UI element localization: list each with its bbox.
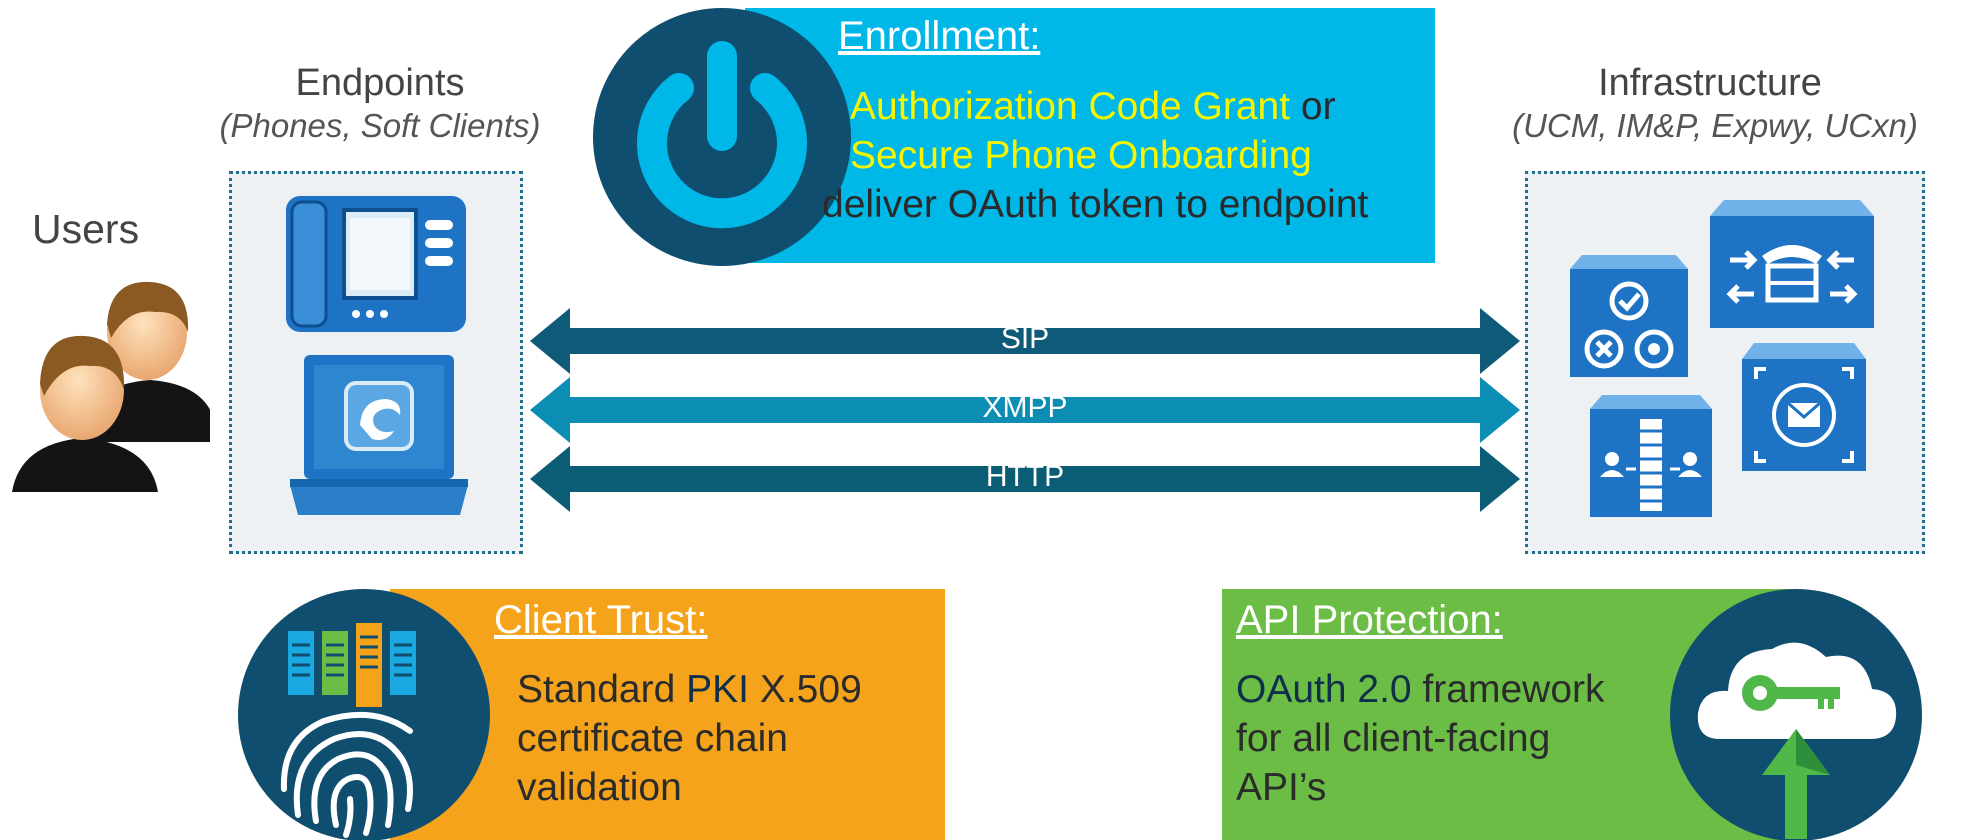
unity-connection-icon [1742,343,1866,471]
client-trust-line3: validation [517,766,682,809]
enrollment-line2-initial: S [850,134,877,177]
enrollment-secure-phone-onboarding: ecure Phone Onboarding [876,134,1312,177]
expressway-icon [1590,395,1712,517]
xmpp-label: XMPP [982,391,1068,424]
protocol-arrows [530,308,1520,512]
infrastructure-subtitle: (UCM, IM&P, Expwy, UCxn) [1512,107,1918,144]
api-protection-oauth: OAuth 2.0 [1236,668,1412,711]
xmpp-arrow [530,377,1520,443]
api-protection-line1: OAuth 2.0 framework [1236,665,1605,714]
api-protection-line3: API’s [1236,766,1327,809]
users-label: Users [32,206,140,252]
enrollment-or: or [1290,85,1336,128]
enrollment-line3: deliver OAuth token to endpoint [822,183,1369,226]
infrastructure-title: Infrastructure [1598,62,1822,104]
cloud-key-icon [1670,589,1922,840]
api-protection-line2: for all client-facing [1236,717,1551,760]
unified-presence-icon [1570,255,1688,377]
sip-label: SIP [1000,322,1050,355]
api-protection-title: API Protection: [1236,598,1503,642]
sip-arrow [530,308,1520,374]
users-icon [12,281,210,492]
certificate-fingerprint-icon [238,589,490,840]
http-label: HTTP [985,460,1065,493]
client-trust-line2: certificate chain [517,717,788,760]
laptop-jabber-icon [290,355,468,515]
enrollment-panel [745,8,1435,263]
unified-cm-icon [1710,200,1874,328]
endpoints-subtitle: (Phones, Soft Clients) [219,107,541,144]
enrollment-line2: Secure Phone Onboarding [850,131,1312,180]
client-trust-title: Client Trust: [494,598,708,642]
enrollment-title: Enrollment: [838,14,1041,58]
client-trust-post: X.509 [749,668,862,711]
enrollment-auth-code-grant: Authorization Code Grant [850,85,1291,128]
power-icon [593,8,851,266]
enrollment-line1: Authorization Code Grant or [850,82,1336,131]
ip-phone-icon [286,196,466,332]
client-trust-pki: PKI [686,668,749,711]
api-protection-post: framework [1411,668,1605,711]
http-arrow [530,446,1520,512]
endpoints-title: Endpoints [295,62,465,104]
client-trust-line1: Standard PKI X.509 [517,665,862,714]
client-trust-pre: Standard [517,668,687,711]
